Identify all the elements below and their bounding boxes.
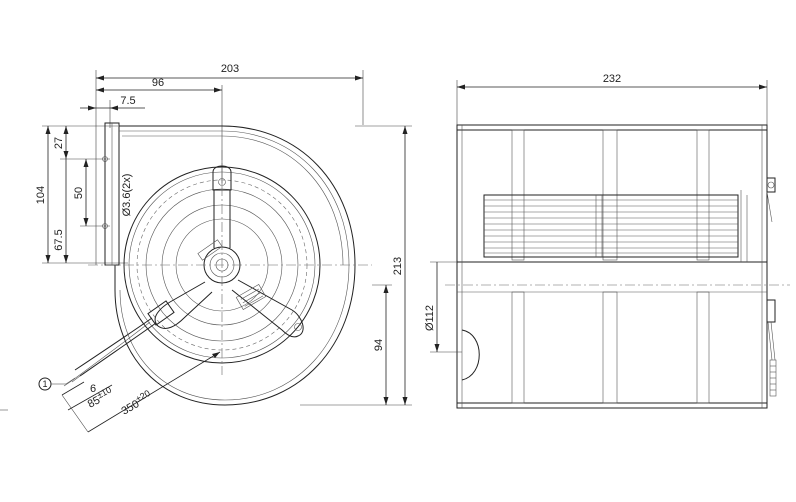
- cable-350-tolerance: ±20: [134, 388, 152, 404]
- mounting-hole: [102, 156, 108, 162]
- dim-232-label: 232: [603, 73, 621, 85]
- dim-50: 50: [73, 159, 89, 226]
- cable-85-tolerance: ±10: [95, 385, 113, 401]
- dim-96-label: 96: [152, 77, 164, 89]
- dim-213-label: 213: [392, 257, 404, 275]
- side-terminal: [766, 177, 777, 397]
- dim-height: 213: [392, 126, 408, 405]
- dim-94: 94: [373, 285, 389, 405]
- side-housing: [456, 124, 768, 409]
- dim-50-label: 50: [73, 187, 85, 199]
- cable-350-label: 350±20: [118, 388, 154, 418]
- dim-203-label: 203: [221, 63, 239, 75]
- scroll-housing: [114, 125, 356, 406]
- cable-85-base: 85: [86, 394, 102, 410]
- side-view: 232: [424, 73, 790, 409]
- dim-offset: 7.5: [80, 95, 145, 111]
- cable-assembly: [63, 300, 175, 387]
- dim-27: 27: [53, 126, 69, 159]
- cable-85-label: 85±10: [84, 385, 115, 411]
- callout-number: 1: [42, 379, 47, 389]
- inlet-cutout: [461, 329, 480, 381]
- cable-6-label: 6: [90, 383, 96, 395]
- callout-1: 1: [38, 377, 66, 391]
- dim-side-width: 232: [457, 73, 767, 90]
- hole-diameter-label: Ø3.6(2x): [121, 174, 133, 217]
- dim-104-label: 104: [35, 186, 47, 204]
- dim-67-5-label: 67.5: [53, 229, 65, 250]
- dim-67-5: 67.5: [53, 159, 69, 263]
- dim-diameter-label: Ø112: [424, 305, 436, 331]
- mounting-flange: [102, 122, 120, 266]
- dim-104: 104: [35, 126, 51, 263]
- front-view: 203 96 7.5 104: [0, 63, 412, 433]
- cable-dims: 6 85±10 350±20: [61, 351, 221, 433]
- motor-bracket: [154, 165, 304, 338]
- dim-7-5-label: 7.5: [120, 95, 135, 107]
- dim-94-label: 94: [373, 339, 385, 351]
- mounting-hole: [102, 223, 108, 229]
- dim-27-label: 27: [53, 137, 65, 149]
- dim-diameter: Ø112: [424, 262, 440, 352]
- side-impeller: [483, 190, 748, 262]
- dim-overall-width: 203: [96, 63, 363, 81]
- motor-labels: [197, 239, 267, 310]
- dim-half-width: 96: [96, 77, 222, 93]
